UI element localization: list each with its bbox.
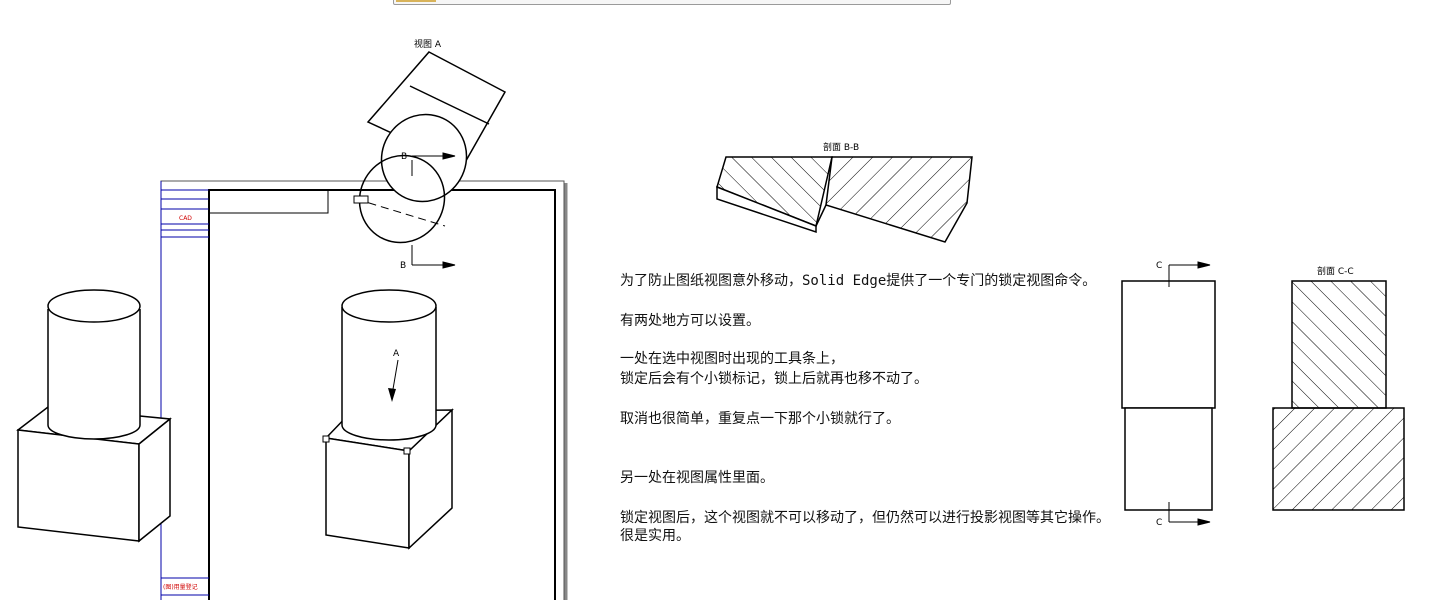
note-line-1: 为了防止图纸视图意外移动，Solid Edge提供了一个专门的锁定视图命令。	[620, 273, 1097, 289]
note-line-2: 有两处地方可以设置。	[620, 313, 760, 329]
note-line-4: 取消也很简单，重复点一下那个小锁就行了。	[620, 411, 900, 427]
title-block-bottom-label: (图)用量登记	[163, 583, 198, 591]
cut-c-bottom-label: C	[1156, 518, 1162, 528]
isometric-model-left[interactable]	[16, 289, 172, 543]
cutting-plane-b	[411, 152, 456, 269]
arrow-a-label: A	[393, 349, 400, 359]
note-line-3a: 一处在选中视图时出现的工具条上，	[620, 351, 844, 367]
note-line-5: 另一处在视图属性里面。	[620, 470, 774, 486]
toolbar-strip[interactable]	[393, 0, 951, 5]
note-line-6a: 锁定视图后，这个视图就不可以移动了，但仍然可以进行投影视图等其它操作。	[620, 510, 1110, 526]
view-a-arrow: A	[388, 349, 400, 402]
cut-c-top-label: C	[1156, 261, 1162, 271]
title-block-cad: CAD	[179, 215, 192, 222]
section-cc-label: 剖面 C-C	[1317, 265, 1354, 277]
frame-label-box	[208, 189, 329, 214]
toolbar-grip[interactable]	[396, 0, 436, 2]
cut-b-bottom-label: B	[400, 261, 406, 271]
title-block-top	[160, 181, 209, 600]
view-a-label: 视图 A	[414, 38, 442, 50]
auxiliary-view-a[interactable]	[344, 51, 507, 258]
cut-b-top-label: B	[401, 152, 407, 162]
section-bb-label: 剖面 B-B	[823, 141, 859, 153]
note-line-6b: 很是实用。	[620, 528, 690, 544]
note-line-3b: 锁定后会有个小锁标记，锁上后就再也移不动了。	[620, 371, 928, 387]
projected-view-c[interactable]	[1121, 280, 1216, 511]
section-bb[interactable]	[716, 156, 973, 243]
cutting-plane-c	[1168, 261, 1211, 526]
isometric-model-main[interactable]	[322, 289, 454, 550]
section-cc[interactable]	[1272, 280, 1405, 511]
